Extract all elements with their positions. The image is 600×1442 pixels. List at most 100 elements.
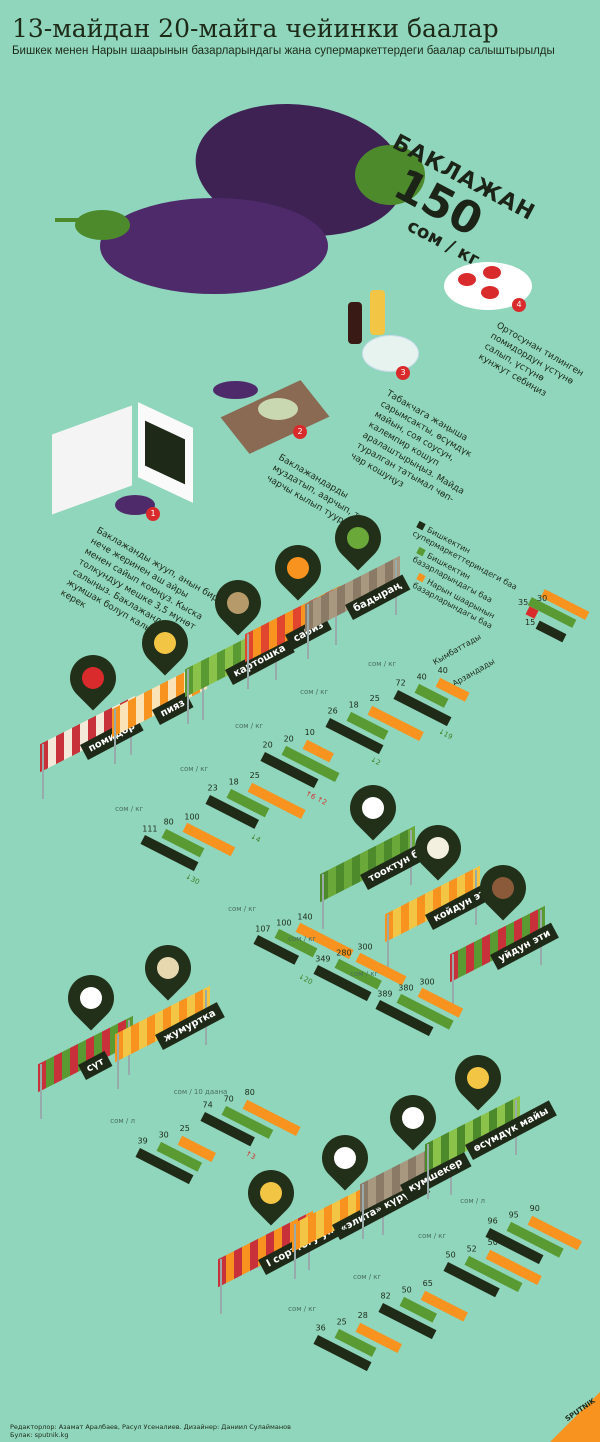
price-value: 18 [228,777,239,787]
stall-pole [187,669,189,724]
product-icon [260,1182,282,1204]
price-value: 107 [255,924,271,934]
price-value: 90 [529,1204,540,1214]
price-value: 349 [315,954,331,964]
swatch-icon [416,572,426,583]
price-change: ↓20 [297,972,314,987]
eggplant-stem [355,145,425,205]
price-value: 20 [262,740,273,750]
stall-pole [427,1144,429,1199]
price-value: 40 [437,666,448,676]
price-value: 100 [276,918,292,928]
product-icon [467,1067,489,1089]
credits: Редакторлор: Азамат Аралбаев, Расул Усен… [10,1423,291,1439]
price-value: 28 [357,1311,368,1321]
price-value: 25 [179,1124,190,1134]
swatch-icon [416,520,426,531]
step-number-3: 3 [396,366,410,380]
price-unit: сом / кг [115,804,144,813]
price-value: 50 [445,1250,456,1260]
product-icon [157,957,179,979]
price-change: ↓2 [369,755,382,768]
price-value: 111 [142,824,158,834]
product-icon [347,527,369,549]
stall-pole [40,1064,42,1119]
stall-pole [387,914,389,969]
price-value: 25 [369,694,380,704]
price-value: 80 [163,817,174,827]
product-pin-icon [405,815,471,881]
legend-fell-label: Арзандады [450,656,497,689]
product-icon [427,837,449,859]
product-pin-icon [135,935,201,1001]
price-value: 389 [377,989,393,999]
price-value: 20 [283,734,294,744]
price-value: 80 [244,1088,255,1098]
price-change: ↑6 ↑2 [304,789,329,807]
stall-pole [42,744,44,799]
price-value: 52 [466,1244,477,1254]
product-pin-icon [58,965,124,1031]
eggplant-stalk [55,218,90,222]
price-value: 72 [395,678,406,688]
stall-pole [362,1184,364,1239]
price-value: 300 [357,942,373,952]
stall-pole [220,1259,222,1314]
price-unit: сом / кг [418,1231,447,1240]
product-pin-icon [470,855,536,921]
stall-pole [452,954,454,1009]
price-value: 82 [380,1291,391,1301]
stall-pole [202,665,204,720]
eggplant-front [100,198,328,294]
price-unit: сом / кг [288,934,317,943]
price-value: 36 [315,1323,326,1333]
stall-pole [114,709,116,764]
price-unit: сом / кг [235,721,264,730]
price-unit: сом / л [460,1197,485,1206]
product-icon [492,877,514,899]
product-icon [80,987,102,1009]
legend-sample-bar [535,620,567,643]
price-value: 18 [348,700,359,710]
price-unit: сом / кг [180,764,209,773]
price-value: 23 [207,783,218,793]
eggplant-stem [75,210,130,240]
legend-sample-value: 35 [518,598,529,607]
price-change: ↓30 [184,872,201,887]
product-icon [227,592,249,614]
price-change: ↑3 [244,1149,257,1162]
credits-authors: Редакторлор: Азамат Аралбаев, Расул Усен… [10,1423,291,1431]
product-icon [154,632,176,654]
price-value: 10 [304,728,315,738]
product-icon [402,1107,424,1129]
price-value: 25 [336,1317,347,1327]
stall-pole [117,1034,119,1089]
stall-pole [247,634,249,689]
price-value: 74 [202,1100,213,1110]
price-value: 380 [398,983,414,993]
product-pin-icon [60,645,126,711]
price-change: ↓19 [437,727,454,742]
step-text-4: Ортосунан тилинген помидордун үстүнө сал… [476,320,585,400]
price-value: 140 [297,912,313,922]
price-unit: сом / 10 даана [173,1087,228,1096]
price-value: 65 [422,1279,433,1289]
price-value: 26 [327,706,338,716]
price-value: 280 [336,948,352,958]
page-subtitle: Бишкек менен Нарын шаарынын базарларында… [12,45,555,57]
price-value: 30 [158,1130,169,1140]
price-unit: сом / л [110,1117,135,1126]
product-icon [287,557,309,579]
price-unit: сом / кг [228,904,257,913]
price-value: 39 [137,1136,148,1146]
swatch-icon [416,546,426,557]
legend-sample-value: 15 [525,618,536,627]
price-value: 40 [416,672,427,682]
price-unit: сом / кг [368,659,397,668]
price-value: 95 [508,1210,519,1220]
price-change: ↓4 [249,832,262,845]
price-unit: сом / кг [300,687,329,696]
price-unit: сом / кг [353,1272,382,1281]
stall-pole [335,590,337,645]
step-number-2: 2 [293,425,307,439]
